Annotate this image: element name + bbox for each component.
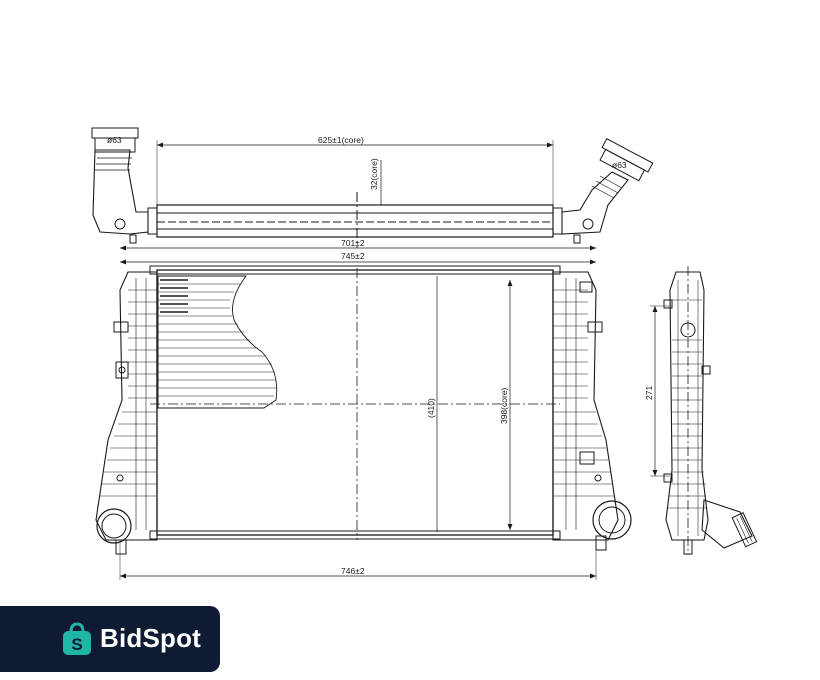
dim-inner-height: (410)	[426, 398, 436, 418]
dim-core-height-front: 398(core)	[499, 387, 509, 424]
top-view	[91, 127, 654, 251]
dim-core-height: 32(core)	[369, 158, 379, 190]
dim-core-width: 625±1(core)	[318, 135, 364, 145]
dim-front-bottom-width: 746±2	[341, 566, 365, 576]
shopping-bag-icon: S	[63, 622, 91, 655]
dim-top-overall: 701±2	[341, 238, 365, 248]
front-view	[95, 259, 632, 580]
brand-name: BidSpot	[100, 623, 202, 653]
bidspot-logo: S BidSpot	[0, 606, 220, 672]
dim-pipe-right: ø63	[612, 160, 627, 170]
side-view	[650, 266, 758, 555]
dim-side-height: 271	[644, 386, 654, 400]
dim-front-top-width: 745±2	[341, 251, 365, 261]
dim-pipe-left: ø63	[107, 135, 122, 145]
svg-text:S: S	[71, 635, 82, 654]
